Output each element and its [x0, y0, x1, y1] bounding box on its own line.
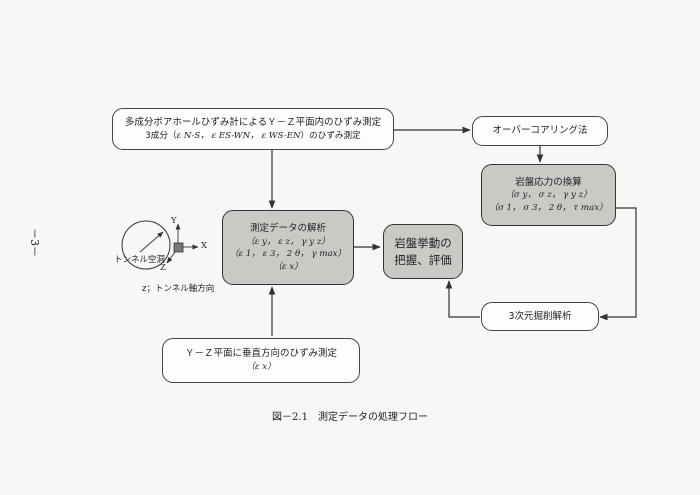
page-number: －3－ — [28, 228, 41, 257]
data-analysis-terms-2: （ε 1， ε 3， 2 θ， γ max） — [229, 249, 347, 260]
axis-y-label: Y — [171, 216, 177, 226]
arrow-stress-to-excavation — [599, 207, 637, 321]
borehole-components: 3成分（ε N-S， ε ES-WN， ε WS-EN）のひずみ測定 — [145, 130, 360, 142]
excavation-analysis-label: 3次元掘削解析 — [508, 310, 572, 322]
borehole-components-suffix: ）のひずみ測定 — [300, 130, 361, 141]
data-analysis-box: 測定データの解析 （ε y， ε z， γ y z） （ε 1， ε 3， 2 … — [222, 210, 354, 285]
tunnel-circle — [121, 220, 171, 270]
rock-behavior-box: 岩盤挙動の 把握、評価 — [383, 224, 463, 279]
axis-x-label: X — [201, 241, 208, 251]
overcoring-label: オーバーコアリング法 — [492, 125, 588, 137]
rock-stress-box: 岩盤応力の換算 （σ y， σ z， γ y z） （σ 1， σ 3， 2 θ… — [481, 164, 616, 226]
excavation-analysis-box: 3次元掘削解析 — [481, 302, 599, 331]
arrow-excavation-to-behavior — [445, 280, 480, 318]
axis-z-arrow — [166, 251, 176, 264]
tunnel-axis-note: z；トンネル軸方向 — [142, 284, 215, 294]
vertical-strain-term: （ε x） — [246, 362, 276, 373]
rock-stress-title: 岩盤応力の換算 — [515, 176, 582, 188]
tunnel-figure — [121, 220, 199, 270]
sensor-block — [173, 242, 184, 253]
vertical-strain-box: Ｙ－Ｚ平面に垂直方向のひずみ測定 （ε x） — [162, 338, 360, 383]
vertical-strain-title: Ｙ－Ｚ平面に垂直方向のひずみ測定 — [184, 348, 337, 360]
tunnel-pointer-arrow — [139, 231, 164, 253]
figure-caption: 図－2.1 測定データの処理フロー — [272, 412, 428, 423]
tunnel-label: トンネル空洞 — [114, 255, 165, 265]
rock-stress-terms-1: （σ y， σ z， γ y z） — [505, 190, 592, 201]
axis-z-label: Z — [160, 263, 166, 273]
borehole-title: 多成分ボアホールひずみ計によるＹ－Ｚ平面内のひずみ測定 — [124, 116, 382, 128]
borehole-components-terms: ε N-S， ε ES-WN， ε WS-EN — [176, 130, 301, 141]
borehole-measurement-box: 多成分ボアホールひずみ計によるＹ－Ｚ平面内のひずみ測定 3成分（ε N-S， ε… — [112, 108, 394, 150]
rock-behavior-line-2: 把握、評価 — [394, 252, 452, 267]
borehole-components-prefix: 3成分（ — [145, 130, 177, 141]
data-analysis-terms-1: （ε y， ε z， γ y z） — [246, 236, 330, 247]
overcoring-box: オーバーコアリング法 — [472, 116, 608, 146]
rock-stress-terms-2: （σ 1， σ 3， 2 θ， τ max） — [489, 202, 608, 213]
data-analysis-terms-3: （ε x） — [273, 261, 303, 272]
rock-behavior-line-1: 岩盤挙動の — [394, 235, 452, 250]
data-analysis-title: 測定データの解析 — [249, 222, 326, 234]
